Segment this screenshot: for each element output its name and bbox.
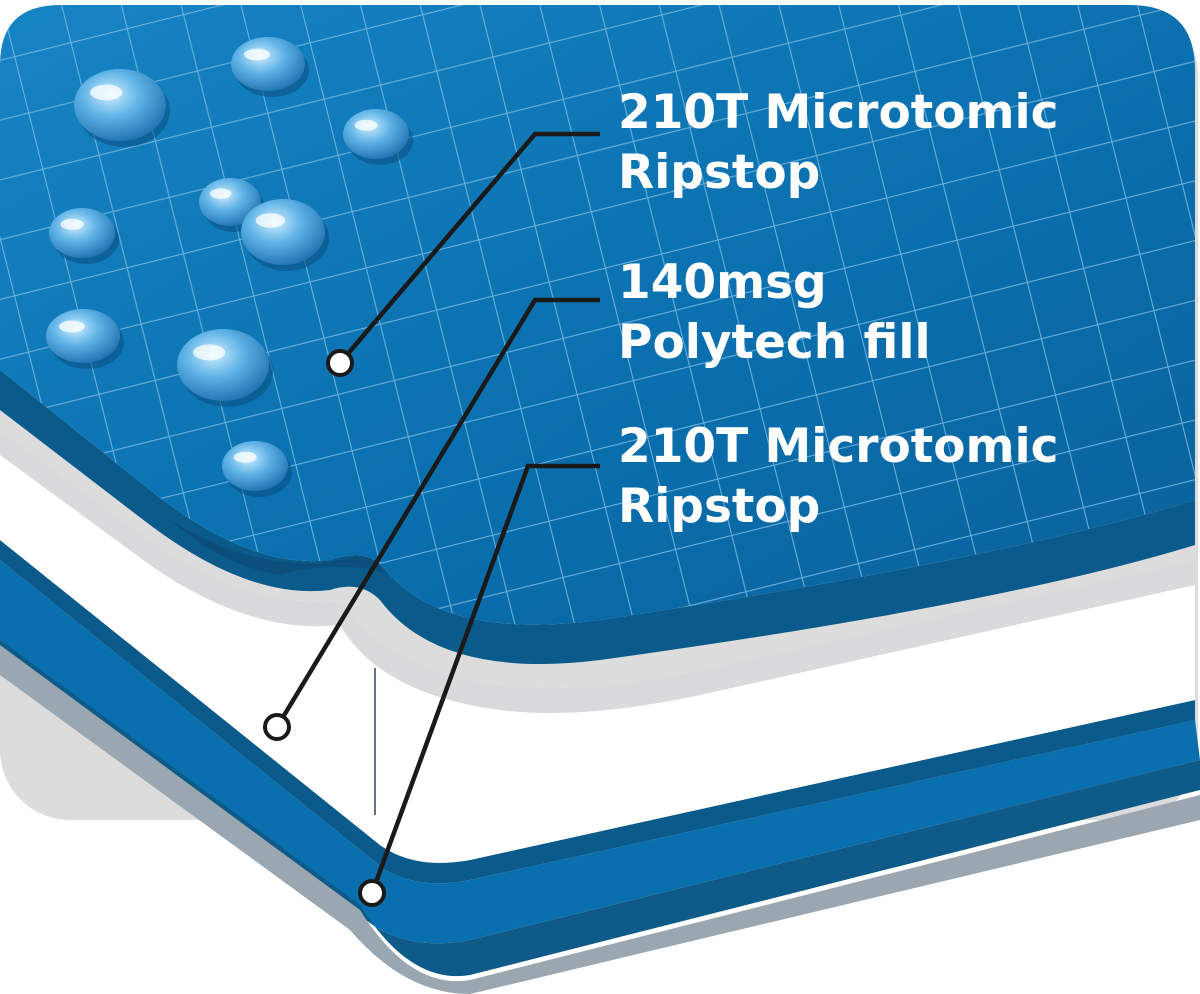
- callout-dot-icon: [358, 879, 386, 907]
- label-bottom-line2: Ripstop: [618, 479, 820, 534]
- callout-dot-icon: [263, 713, 291, 741]
- label-fill-line2: Polytech fill: [618, 315, 931, 370]
- top-ripstop-edge: [0, 370, 1195, 664]
- water-droplet-icon: [74, 69, 170, 147]
- water-droplets: [46, 37, 413, 497]
- water-droplet-icon: [49, 208, 119, 264]
- label-bottom-line1: 210T Microtomic: [618, 419, 1058, 474]
- callout-dot-icon: [326, 349, 354, 377]
- water-droplet-icon: [222, 441, 292, 497]
- water-droplet-icon: [46, 309, 124, 369]
- top-ripstop-layer: [0, 5, 1195, 625]
- polytech-fill-layer: [0, 430, 1195, 863]
- leader-lines: [275, 131, 600, 894]
- label-fill-line1: 140msg: [618, 255, 827, 310]
- leader-line-fill: [275, 297, 600, 729]
- top-layer-curl: [170, 520, 384, 575]
- water-droplet-icon: [343, 109, 413, 165]
- leader-line-top: [338, 131, 600, 365]
- label-top-line2: Ripstop: [618, 145, 820, 200]
- leader-line-bottom: [369, 463, 600, 894]
- bottom-layer-edge: [0, 540, 1195, 884]
- water-droplet-icon: [231, 37, 309, 97]
- bottom-layer-base: [0, 640, 1200, 977]
- layer-labels: 210T Microtomic Ripstop 140msg Polytech …: [618, 85, 1058, 534]
- water-droplet-icon: [241, 199, 329, 271]
- bottom-ripstop-layer: [0, 560, 1200, 944]
- label-top-line1: 210T Microtomic: [618, 85, 1058, 140]
- polytech-fill-side: [0, 430, 1195, 713]
- water-droplet-icon: [177, 329, 273, 407]
